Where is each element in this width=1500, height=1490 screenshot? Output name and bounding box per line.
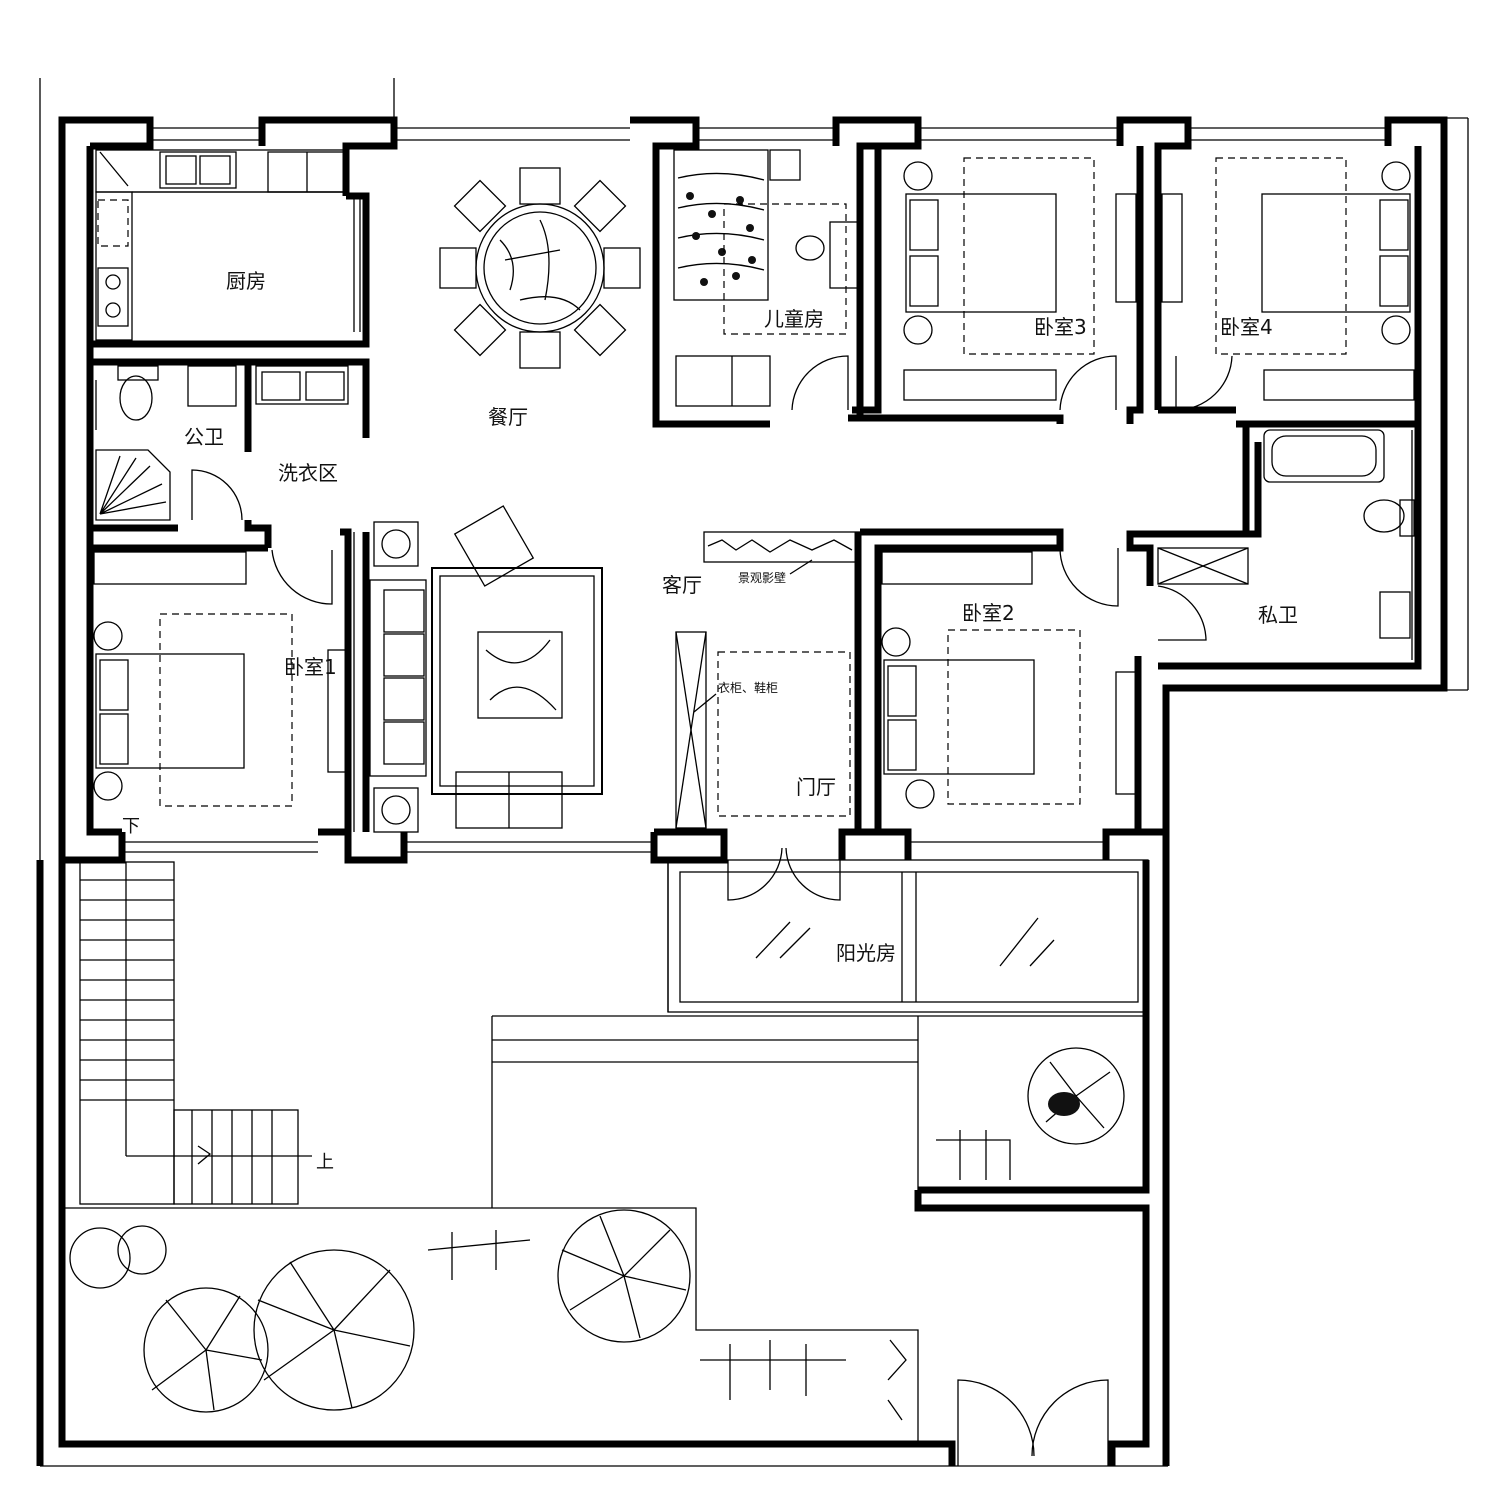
label-bedroom1: 卧室1: [284, 655, 337, 679]
interior-walls: [86, 146, 1422, 836]
label-bedroom3: 卧室3: [1034, 315, 1087, 339]
doors: [191, 355, 1233, 1466]
kids-room-furniture: [673, 149, 859, 407]
label-private-bath: 私卫: [1258, 603, 1298, 627]
dining-table: [439, 167, 641, 369]
sunroom-glass-marks: [755, 917, 1055, 967]
label-stair-up: 上: [316, 1152, 334, 1173]
bedroom3-furniture: [903, 157, 1137, 401]
bath-fixtures: [95, 365, 349, 521]
living-furniture: [369, 505, 861, 833]
label-bedroom2: 卧室2: [962, 601, 1015, 625]
label-living: 客厅: [662, 573, 702, 597]
label-feature-wall: 景观影壁: [738, 570, 786, 585]
label-sunroom: 阳光房: [836, 941, 896, 965]
courtyard-walls: [36, 859, 1170, 1466]
label-bedroom4: 卧室4: [1220, 315, 1273, 339]
label-kids-room: 儿童房: [764, 307, 824, 331]
bedroom4-furniture: [1161, 157, 1415, 401]
label-foyer: 门厅: [796, 775, 836, 799]
label-dining: 餐厅: [488, 405, 528, 429]
kitchen-furniture: [95, 149, 347, 341]
label-kitchen: 厨房: [226, 269, 266, 293]
label-laundry: 洗衣区: [278, 461, 338, 485]
bedroom1-furniture: [93, 551, 349, 807]
label-wardrobe-shoe-cabinet: 衣柜、鞋柜: [718, 680, 778, 695]
bedroom2-furniture: [881, 551, 1137, 809]
exterior-walls: [58, 116, 1448, 864]
private-bath-fixtures: [1157, 429, 1415, 639]
label-public-bath: 公卫: [184, 425, 224, 449]
label-stair-down: 下: [122, 816, 140, 837]
stairs: [79, 861, 312, 1205]
garden-plants: [69, 1047, 1125, 1421]
